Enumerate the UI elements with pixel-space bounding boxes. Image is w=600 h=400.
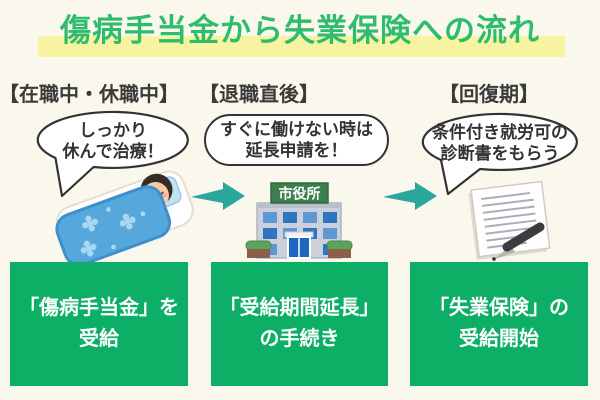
city-hall-sign-text: 市役所 bbox=[279, 186, 321, 202]
arrow-right-icon-1 bbox=[191, 182, 245, 210]
page-title: 傷病手当金から失業保険への流れ bbox=[60, 13, 540, 48]
step-box-2-line-2: の手続き bbox=[259, 328, 340, 350]
step-box-extension-procedure: 「受給期間延長」 の手続き bbox=[211, 262, 388, 386]
speech-bubble-2: すぐに働けない時は 延長申請を！ bbox=[204, 114, 389, 166]
stage-label-after-resignation: 【退職直後】 bbox=[199, 84, 319, 106]
title-highlight-band bbox=[38, 36, 565, 57]
speech-bubble-1-shape bbox=[36, 110, 189, 198]
arrow-right-icon-2 bbox=[383, 182, 437, 210]
bubble-2-line-1: すぐに働けない時は bbox=[220, 120, 373, 139]
city-hall-icon: 市役所 bbox=[245, 182, 353, 259]
step-box-unemployment-benefit: 「失業保険」の 受給開始 bbox=[410, 262, 588, 386]
speech-bubble-3: 条件付き就労可の 診断書をもらう bbox=[425, 122, 575, 164]
stage-label-recovery: 【回復期】 bbox=[439, 84, 539, 106]
step-box-2-line-1: 「受給期間延長」 bbox=[219, 297, 380, 319]
stage-label-employed: 【在職中・休職中】 bbox=[0, 84, 179, 106]
step-box-sickness-allowance: 「傷病手当金」を 受給 bbox=[10, 262, 188, 386]
bubble-1-line-1: しっかり bbox=[79, 121, 147, 140]
step-box-1-line-1: 「傷病手当金」を bbox=[19, 297, 179, 319]
pen-icon bbox=[492, 222, 545, 261]
document-and-pen-icon bbox=[468, 180, 551, 261]
step-box-3-line-1: 「失業保険」の bbox=[429, 297, 569, 319]
step-box-1-line-2: 受給 bbox=[79, 328, 119, 350]
bubble-3-line-1: 条件付き就労可の bbox=[432, 123, 568, 142]
bubble-1-line-2: 休んで治療！ bbox=[62, 142, 164, 161]
speech-bubble-1: しっかり 休んで治療！ bbox=[38, 120, 188, 162]
speech-bubble-3-shape bbox=[421, 112, 578, 196]
step-box-3-line-2: 受給開始 bbox=[459, 328, 539, 350]
bubble-3-line-2: 診断書をもらう bbox=[440, 144, 560, 163]
blanket-flower-pattern bbox=[80, 207, 146, 257]
sleeping-person-icon bbox=[55, 170, 194, 267]
bubble-2-line-2: 延長申請を！ bbox=[245, 141, 348, 160]
